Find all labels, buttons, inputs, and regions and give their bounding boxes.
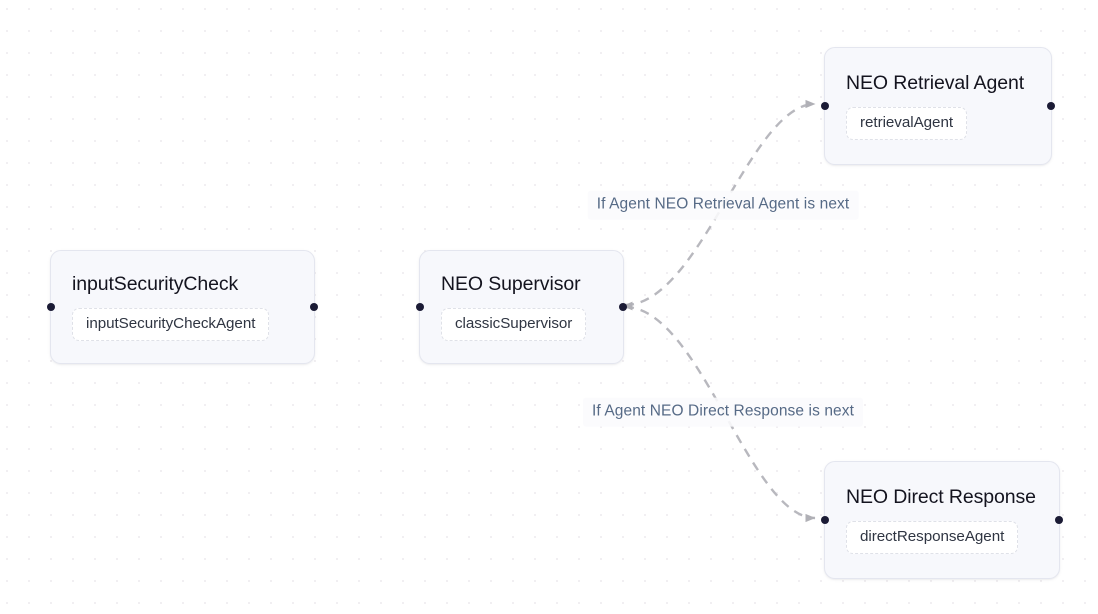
node-agent-chip[interactable]: retrievalAgent	[846, 106, 968, 140]
node-input-security-check[interactable]: inputSecurityCheck inputSecurityCheckAge…	[47, 250, 318, 364]
handle-target-neo-retrieval-agent[interactable]	[821, 102, 829, 110]
handle-target-input-security-check[interactable]	[47, 303, 55, 311]
node-title: NEO Retrieval Agent	[846, 72, 1025, 95]
handle-target-neo-supervisor[interactable]	[416, 303, 424, 311]
node-title: NEO Direct Response	[846, 486, 1036, 509]
node-title: inputSecurityCheck	[72, 273, 239, 296]
handle-target-neo-direct-response[interactable]	[821, 516, 829, 524]
node-neo-supervisor[interactable]: NEO Supervisor classicSupervisor	[416, 250, 627, 364]
edge-label-direct-response[interactable]: If Agent NEO Direct Response is next	[582, 397, 864, 427]
node-title: NEO Supervisor	[441, 273, 581, 296]
node-agent-chip[interactable]: classicSupervisor	[441, 307, 587, 341]
handle-source-input-security-check[interactable]	[310, 303, 318, 311]
handle-source-neo-direct-response[interactable]	[1055, 516, 1063, 524]
node-neo-direct-response[interactable]: NEO Direct Response directResponseAgent	[821, 461, 1063, 579]
edge-label-retrieval[interactable]: If Agent NEO Retrieval Agent is next	[587, 190, 859, 220]
handle-source-neo-supervisor[interactable]	[619, 303, 627, 311]
node-agent-chip[interactable]: directResponseAgent	[846, 520, 1019, 554]
node-agent-chip[interactable]: inputSecurityCheckAgent	[72, 307, 270, 341]
handle-source-neo-retrieval-agent[interactable]	[1047, 102, 1055, 110]
node-neo-retrieval-agent[interactable]: NEO Retrieval Agent retrievalAgent	[821, 47, 1055, 165]
